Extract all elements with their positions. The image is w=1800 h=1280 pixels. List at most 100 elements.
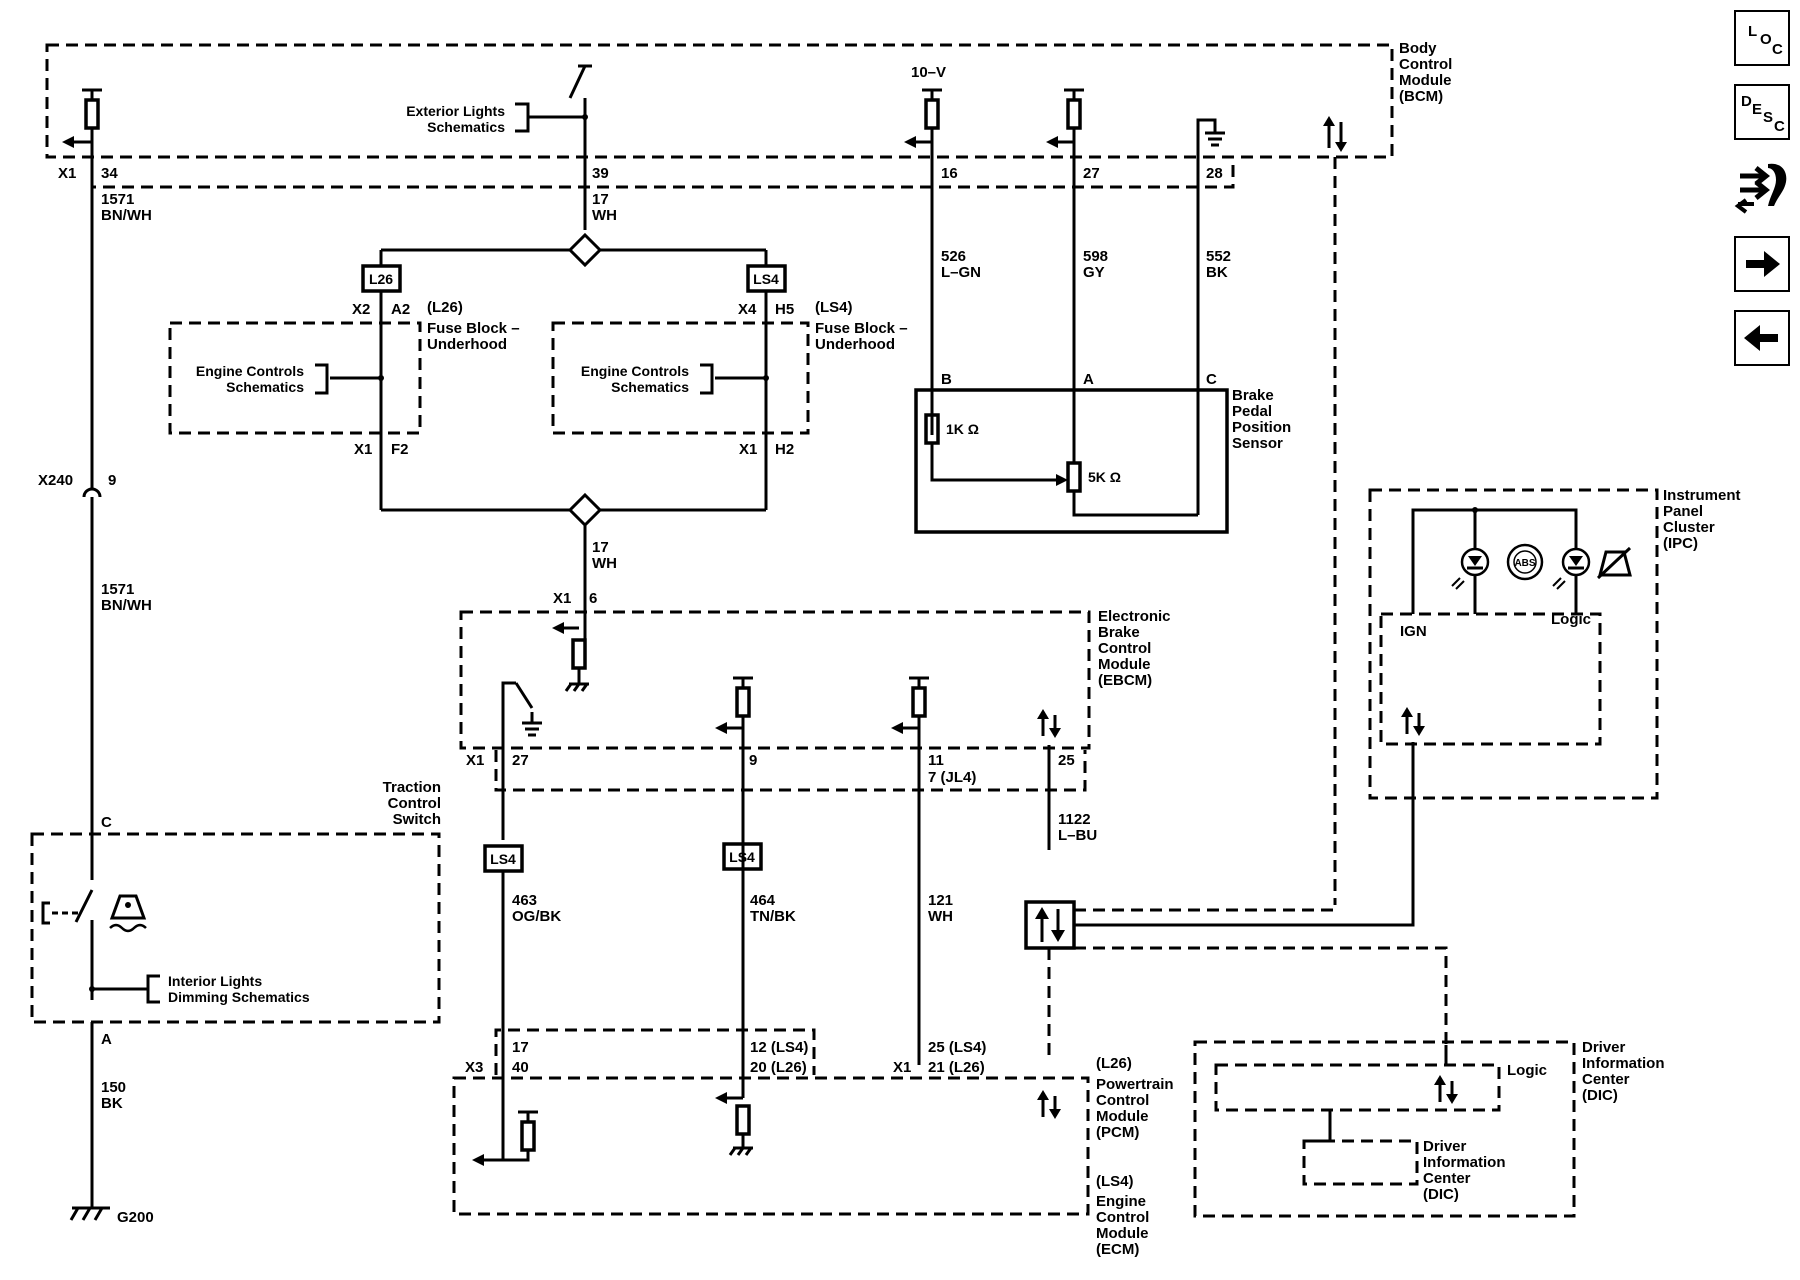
circuit-1571-a: 1571 bbox=[101, 191, 134, 208]
ipc-logic-label: Logic bbox=[1551, 611, 1591, 628]
fuse-x2-label: X2 bbox=[352, 301, 370, 318]
pcm-pin-20: 20 (L26) bbox=[750, 1059, 807, 1076]
pcm-pin-25: 25 (LS4) bbox=[928, 1039, 986, 1056]
circuit-1571-a-color: BN/WH bbox=[101, 207, 152, 224]
ebcm-pin-11: 11 bbox=[928, 752, 944, 769]
connector-icon[interactable] bbox=[1734, 156, 1790, 216]
loc-letter-o: O bbox=[1760, 31, 1772, 48]
ls4-badge-fuse: LS4 bbox=[753, 271, 779, 287]
bpps-pin-a: A bbox=[1083, 371, 1094, 388]
circuit-17-a: 17 bbox=[592, 191, 609, 208]
description-button[interactable]: D E S C bbox=[1734, 84, 1790, 140]
bcm-name-4: (BCM) bbox=[1399, 88, 1443, 105]
bcm-name-2: Control bbox=[1399, 56, 1452, 73]
fuse-ls4-name-1: (LS4) bbox=[815, 299, 853, 316]
fuse-l26-name-3: Underhood bbox=[427, 336, 507, 353]
tcs-pin-c: C bbox=[101, 814, 112, 831]
ebcm-pin-7: 7 (JL4) bbox=[928, 769, 976, 786]
dic-name-1: Driver bbox=[1582, 1039, 1626, 1056]
ebcm-name-1: Electronic bbox=[1098, 608, 1171, 625]
circuit-526-color: L–GN bbox=[941, 264, 981, 281]
fuse-l26-name-2: Fuse Block – bbox=[427, 320, 520, 337]
g200-label: G200 bbox=[117, 1209, 154, 1226]
ipc-name-1: Instrument bbox=[1663, 487, 1741, 504]
circuit-1122: 1122 bbox=[1058, 811, 1091, 828]
dic-name-4: (DIC) bbox=[1582, 1087, 1618, 1104]
pcm-name-9: Module bbox=[1096, 1225, 1149, 1242]
pcm-name-6: (LS4) bbox=[1096, 1173, 1134, 1190]
desc-letter-c: C bbox=[1774, 118, 1785, 135]
pcm-name-4: Module bbox=[1096, 1108, 1149, 1125]
previous-button[interactable] bbox=[1734, 310, 1790, 366]
ebcm-internals bbox=[501, 622, 1061, 1098]
eng-ctrl-ref-2b: Schematics bbox=[611, 379, 689, 395]
pcm-ecm-module: (L26) Powertrain Control Module (PCM) (L… bbox=[452, 1028, 1174, 1258]
fuse-x1h-label: X1 bbox=[739, 441, 757, 458]
location-button[interactable]: L O C bbox=[1734, 10, 1790, 66]
bcm-x1-label: X1 bbox=[58, 165, 76, 182]
int-lights-ref-2: Dimming Schematics bbox=[168, 989, 310, 1005]
bcm-pin28-circuit bbox=[1196, 118, 1225, 515]
dic-inner-name-1: Driver bbox=[1423, 1138, 1467, 1155]
bpps-name-2: Pedal bbox=[1232, 403, 1272, 420]
tcs-pin-a: A bbox=[101, 1031, 112, 1048]
fuse-h2-label: H2 bbox=[775, 441, 794, 458]
dic-inner-name-2: Information bbox=[1423, 1154, 1506, 1171]
pcm-pin-17: 17 bbox=[512, 1039, 529, 1056]
dic-inner-name-3: Center bbox=[1423, 1170, 1471, 1187]
pcm-name-10: (ECM) bbox=[1096, 1241, 1139, 1258]
circuit-1571-b: 1571 bbox=[101, 581, 134, 598]
ipc-name-2: Panel bbox=[1663, 503, 1703, 520]
eng-ctrl-ref-1a: Engine Controls bbox=[196, 363, 304, 379]
pcm-pin-12: 12 (LS4) bbox=[750, 1039, 808, 1056]
circuit-464: 464 bbox=[750, 892, 776, 909]
circuit-17-b: 17 bbox=[592, 539, 609, 556]
circuit-150-color: BK bbox=[101, 1095, 123, 1112]
dic-name-3: Center bbox=[1582, 1071, 1630, 1088]
pin-34-label: 34 bbox=[101, 165, 118, 182]
circuit-150: 150 bbox=[101, 1079, 126, 1096]
desc-letter-d: D bbox=[1741, 93, 1752, 110]
dic-inner-name-4: (DIC) bbox=[1423, 1186, 1459, 1203]
ebcm-name-4: Module bbox=[1098, 656, 1151, 673]
fuse-block-ls4: (LS4) Fuse Block – Underhood Engine Cont… bbox=[551, 299, 908, 435]
pin-27-label: 27 bbox=[1083, 165, 1100, 182]
tcs-name-1: Traction bbox=[383, 779, 441, 796]
circuit-526: 526 bbox=[941, 248, 966, 265]
circuit-1122-color: L–BU bbox=[1058, 827, 1097, 844]
fuse-a2-label: A2 bbox=[391, 301, 410, 318]
ls4-badges-lower: LS4 LS4 bbox=[483, 842, 763, 1160]
ipc-name-3: Cluster bbox=[1663, 519, 1715, 536]
ipc-name-4: (IPC) bbox=[1663, 535, 1698, 552]
left-arrow-icon bbox=[1744, 325, 1778, 351]
pcm-name-3: Control bbox=[1096, 1092, 1149, 1109]
fuse-l26-name-1: (L26) bbox=[427, 299, 463, 316]
pcm-name-8: Control bbox=[1096, 1209, 1149, 1226]
abs-icon-label: ABS bbox=[1514, 558, 1535, 569]
bcm-pin16-circuit: 10–V bbox=[904, 64, 946, 435]
dic-logic-label: Logic bbox=[1507, 1062, 1547, 1079]
desc-letter-e: E bbox=[1752, 101, 1762, 118]
circuit-463: 463 bbox=[512, 892, 537, 909]
traction-control-icon bbox=[109, 894, 147, 933]
pcm-x3-label: X3 bbox=[465, 1059, 483, 1076]
bpps-name-3: Position bbox=[1232, 419, 1291, 436]
bcm-name-1: Body bbox=[1399, 40, 1437, 57]
ebcm-name-2: Brake bbox=[1098, 624, 1140, 641]
desc-letter-s: S bbox=[1763, 109, 1773, 126]
pcm-x1-label: X1 bbox=[893, 1059, 911, 1076]
circuit-464-color: TN/BK bbox=[750, 908, 796, 925]
circuit-17-a-color: WH bbox=[592, 207, 617, 224]
next-button[interactable] bbox=[1734, 236, 1790, 292]
x240-inline-connector: X240 9 bbox=[38, 472, 116, 498]
traction-off-icon bbox=[1596, 546, 1632, 580]
circuit-598-color: GY bbox=[1083, 264, 1105, 281]
circuit-552: 552 bbox=[1206, 248, 1231, 265]
circuit-1571-b-color: BN/WH bbox=[101, 597, 152, 614]
loc-letter-l: L bbox=[1748, 23, 1757, 40]
pcm-pin-40: 40 bbox=[512, 1059, 529, 1076]
x240-label: X240 bbox=[38, 472, 73, 489]
ls4-badge-463: LS4 bbox=[490, 851, 516, 867]
ebcm-pin-6-label: 6 bbox=[589, 590, 597, 607]
